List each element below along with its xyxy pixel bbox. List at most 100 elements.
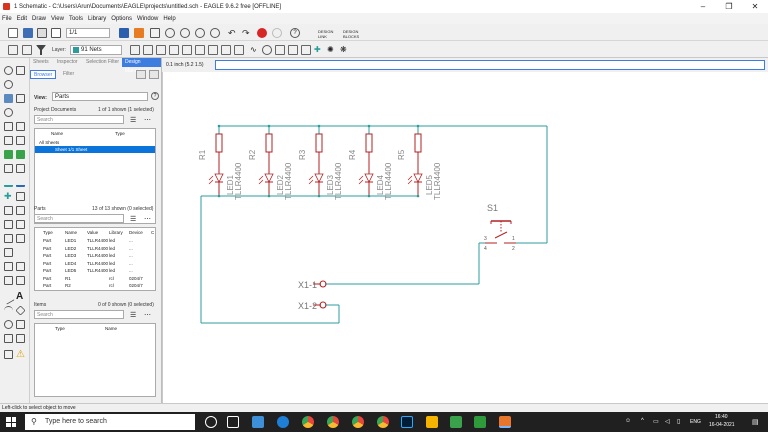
wire-style-1-icon[interactable] xyxy=(130,45,140,55)
rotate-icon[interactable] xyxy=(4,108,13,117)
redraw-icon[interactable] xyxy=(210,28,220,38)
open-icon[interactable] xyxy=(23,28,33,38)
wire-style-3-icon[interactable] xyxy=(156,45,166,55)
cortana-icon[interactable] xyxy=(205,416,217,428)
net-tool-3-icon[interactable] xyxy=(301,45,311,55)
menu-draw[interactable]: Draw xyxy=(32,15,47,22)
wire-style-6-icon[interactable] xyxy=(195,45,205,55)
zoom-out-icon[interactable] xyxy=(180,28,190,38)
items-more-icon[interactable]: ⋯ xyxy=(144,312,151,319)
wire-style-4-icon[interactable] xyxy=(169,45,179,55)
zoom-icon[interactable] xyxy=(149,70,159,79)
wire-style-5-icon[interactable] xyxy=(182,45,192,55)
smash-icon[interactable] xyxy=(4,220,13,229)
subtab-filter[interactable]: Filter xyxy=(63,71,75,77)
wrench-icon[interactable] xyxy=(16,136,25,145)
text-icon[interactable]: A xyxy=(16,291,24,302)
copy-icon[interactable] xyxy=(4,164,13,173)
name-icon[interactable] xyxy=(4,206,13,215)
stop-icon[interactable] xyxy=(257,28,267,38)
board-icon[interactable] xyxy=(119,28,129,38)
net-icon[interactable] xyxy=(4,178,13,187)
erc-icon[interactable] xyxy=(4,350,13,359)
save-icon[interactable] xyxy=(37,28,47,38)
net-top[interactable] xyxy=(219,125,548,244)
net-tool-1-icon[interactable] xyxy=(275,45,285,55)
gateswap-icon[interactable] xyxy=(16,234,25,243)
cam-icon[interactable] xyxy=(134,28,144,38)
resistor-body[interactable] xyxy=(414,133,422,153)
junction-icon[interactable]: ✚ xyxy=(4,191,12,201)
menu-options[interactable]: Options xyxy=(111,15,132,22)
chrome-icon-3[interactable] xyxy=(352,416,364,428)
net-bottom[interactable] xyxy=(200,195,417,324)
zoom-fit-icon[interactable] xyxy=(150,28,160,38)
wire-style-7-icon[interactable] xyxy=(208,45,218,55)
net-tool-2-icon[interactable] xyxy=(288,45,298,55)
sheet-select[interactable]: 1/1 xyxy=(66,28,110,38)
mark-icon[interactable] xyxy=(16,94,25,103)
menu-window[interactable]: Window xyxy=(136,15,159,22)
go-icon[interactable] xyxy=(272,28,282,38)
optimize-icon[interactable] xyxy=(4,276,13,285)
menu-file[interactable]: File xyxy=(2,15,12,22)
maximize-button[interactable]: ❐ xyxy=(725,2,733,11)
notification-icon[interactable]: ▤ xyxy=(752,419,759,426)
print-icon[interactable] xyxy=(51,28,61,38)
chrome-icon-4[interactable] xyxy=(377,416,389,428)
tab-inspector[interactable]: Inspector xyxy=(57,59,78,65)
led-symbol[interactable] xyxy=(364,173,374,183)
mirror-icon[interactable] xyxy=(16,122,25,131)
resistor-body[interactable] xyxy=(215,133,223,153)
led-symbol[interactable] xyxy=(264,173,274,183)
polygon-icon[interactable] xyxy=(15,305,26,316)
people-icon[interactable]: ☺ xyxy=(625,418,632,424)
rect-icon[interactable] xyxy=(16,320,25,329)
info-icon[interactable] xyxy=(4,66,13,75)
search-net-icon[interactable] xyxy=(262,45,272,55)
connector-x1-1[interactable]: X1-1 xyxy=(298,280,327,290)
invoke-icon[interactable] xyxy=(4,262,13,271)
tree-item-all-sheets[interactable]: All Sheets xyxy=(39,140,60,145)
items-list-icon[interactable]: ☰ xyxy=(130,312,137,319)
errc-icon[interactable] xyxy=(16,276,25,285)
led-symbol[interactable] xyxy=(314,173,324,183)
edge-icon[interactable] xyxy=(277,416,289,428)
eagle-taskbar-icon[interactable] xyxy=(499,416,511,428)
command-line-input[interactable] xyxy=(215,60,765,70)
tab-sheets[interactable]: Sheets xyxy=(33,59,49,65)
minimize-button[interactable]: – xyxy=(700,2,706,11)
design-link-button[interactable]: DESIGN LINK xyxy=(318,29,334,39)
green-app-icon-2[interactable] xyxy=(474,416,486,428)
tab-design-manager[interactable]: Design Manager xyxy=(122,58,161,74)
design-blocks-button[interactable]: DESIGN BLOCKS xyxy=(343,29,360,39)
view-select[interactable]: Parts xyxy=(52,92,148,101)
pinswap-icon[interactable] xyxy=(4,234,13,243)
tree-item-sheet-1[interactable]: Sheet 1/1 Sheet xyxy=(35,146,155,153)
layer-select[interactable]: 91 Nets xyxy=(70,45,122,55)
redo-icon[interactable]: ↷ xyxy=(242,28,250,38)
tab-selection-filter[interactable]: Selection Filter xyxy=(86,59,120,65)
net-x1-1-to-switch[interactable] xyxy=(325,242,485,285)
battery-icon[interactable]: ▯ xyxy=(677,419,681,425)
undo-icon[interactable]: ↶ xyxy=(228,28,236,38)
connector-x1-2[interactable]: X1-2 xyxy=(298,301,327,311)
group-icon[interactable] xyxy=(4,122,13,131)
wire-style-2-icon[interactable] xyxy=(143,45,153,55)
warning-icon[interactable]: ⚠ xyxy=(16,349,25,360)
led-symbol[interactable] xyxy=(214,173,224,183)
split-icon[interactable] xyxy=(16,220,25,229)
help-icon[interactable]: ? xyxy=(290,28,300,38)
filter-icon[interactable] xyxy=(36,45,46,55)
